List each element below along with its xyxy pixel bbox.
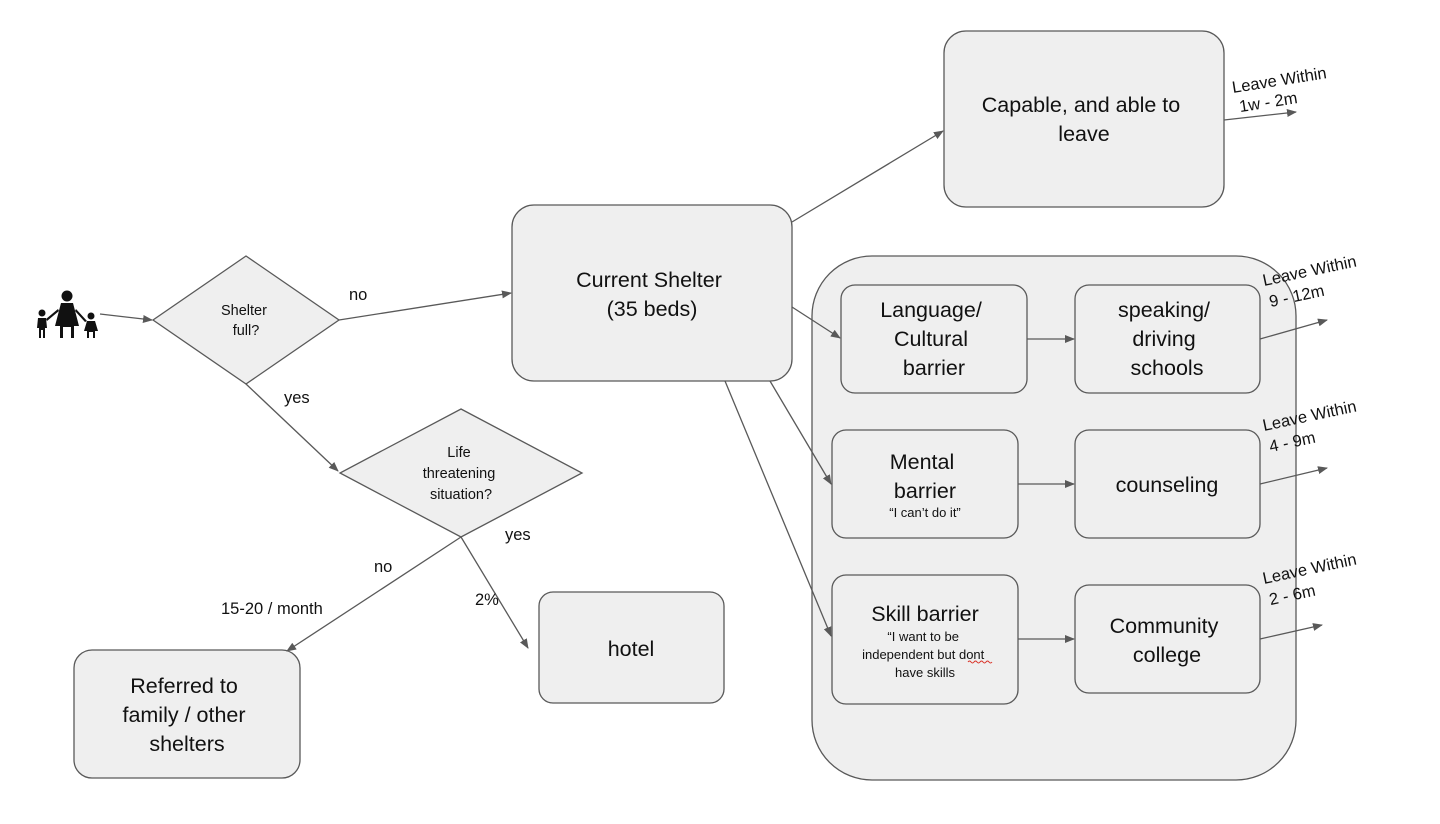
leave-label-capable: Leave Within 1w - 2m [1231,64,1328,116]
hotel-label: hotel [608,637,655,661]
edge-label-yes-right: yes [505,526,531,544]
edge-label-no-top: no [349,286,367,304]
family-icon [37,290,98,338]
edge-label-per-month: 15-20 / month [221,600,323,618]
skill-barrier-quote: “I want to be independent but dont have … [862,629,988,680]
shelter-full-diamond [151,255,341,385]
leave-label-language: Leave Within 9 - 12m [1261,252,1358,311]
shelter-full-label: Shelter full? [221,303,271,339]
edge-label-yes-left: yes [284,389,310,407]
mental-barrier-label: Mental barrier [890,450,961,503]
arrow-to-mental-barrier [769,380,832,485]
hotel-box [538,591,725,704]
arrow-to-capable [791,130,944,223]
current-shelter-label: Current Shelter (35 beds) [576,268,728,321]
mental-barrier-quote: “I can’t do it” [889,505,961,520]
arrow-to-skill-barrier [724,380,832,637]
edge-label-percent: 2% [475,591,499,609]
arrow-speaking-leave [1259,318,1328,340]
arrow-to-referred [286,536,462,652]
skill-barrier-label: Skill barrier [871,602,979,626]
counseling-label: counseling [1116,473,1219,497]
capable-label: Capable, and able to leave [982,93,1186,146]
arrow-counseling-leave [1259,466,1328,485]
current-shelter-box [511,204,793,382]
spellcheck-underline [967,660,993,664]
community-college-box [1074,584,1261,694]
arrow-to-language-barrier [791,306,841,339]
edge-label-no-bottom: no [374,558,392,576]
arrow-no-to-current-shelter [338,290,512,321]
speaking-schools-label: speaking/ driving schools [1118,298,1216,380]
life-threatening-label: Life threatening situation? [423,445,500,503]
referred-box [73,649,301,779]
arrow-capable-leave [1223,109,1297,121]
referred-label: Referred to family / other shelters [122,674,251,756]
language-barrier-label: Language/ Cultural barrier [880,298,988,380]
community-college-label: Community college [1110,614,1225,667]
arrow-community-leave [1259,623,1323,640]
arrow-to-hotel [460,536,529,649]
arrow-family-to-decision [99,313,153,323]
capable-box [943,30,1225,208]
arrow-yes-to-life-threatening [245,383,339,472]
